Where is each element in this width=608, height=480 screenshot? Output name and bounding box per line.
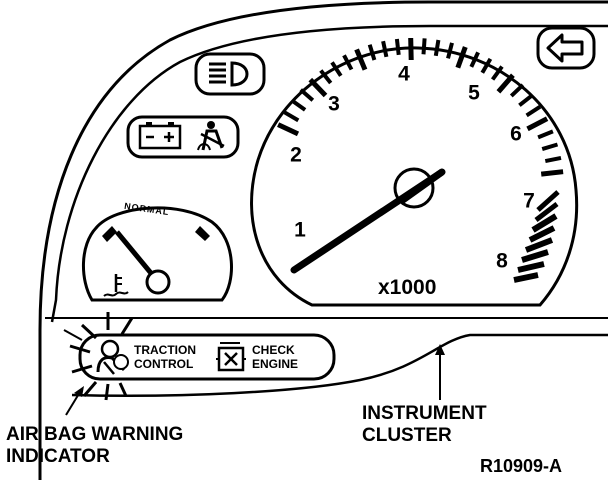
cluster-callout-leader — [435, 344, 445, 400]
tach-tick — [367, 44, 377, 61]
warning-lamp-panel — [78, 333, 336, 381]
tach-number-6: 6 — [510, 122, 522, 146]
tach-tick — [433, 39, 441, 57]
tachometer — [250, 37, 579, 307]
seatbelt-icon — [197, 121, 225, 151]
figure-id: R10909-A — [480, 456, 563, 476]
cluster-callout-label-line2: CLUSTER — [362, 425, 452, 446]
tach-tick — [446, 42, 454, 59]
airbag-burst-lines — [63, 312, 134, 401]
cluster-inner-bezel — [50, 24, 608, 323]
traction-control-label-line1: TRACTION — [134, 343, 196, 357]
temperature-gauge — [82, 206, 233, 302]
tach-redline-marks — [513, 190, 560, 283]
airbag-icon — [96, 339, 129, 375]
cluster-callout-label-line1: INSTRUMENT — [362, 403, 487, 424]
tach-tick — [540, 169, 564, 177]
tach-tick — [544, 155, 562, 164]
tach-tick — [480, 57, 493, 74]
tach-tick — [408, 37, 414, 61]
tach-tick — [283, 110, 300, 123]
tach-number-1: 1 — [294, 218, 306, 242]
tach-tick — [541, 142, 559, 152]
battery-icon — [138, 122, 182, 150]
tach-tick — [509, 83, 525, 98]
tach-tick — [330, 61, 343, 77]
headlamp-icon — [209, 61, 249, 87]
check-engine-label-line2: ENGINE — [252, 357, 299, 371]
tach-tick — [381, 40, 389, 58]
coolant-temp-icon — [103, 274, 129, 297]
tach-number-2: 2 — [290, 143, 302, 167]
tach-tick — [525, 105, 542, 118]
engine-icon — [216, 346, 246, 372]
tach-tick — [469, 51, 480, 68]
tach-tick — [290, 98, 307, 112]
temp-gauge-face — [82, 206, 233, 302]
tach-tick — [308, 77, 328, 98]
tach-number-5: 5 — [468, 81, 480, 105]
airbag-callout-label-line2: INDICATOR — [6, 446, 110, 467]
tach-tick — [496, 73, 515, 94]
tach-tick — [277, 122, 300, 137]
airbag-callout-leader — [65, 386, 84, 416]
tach-tick — [490, 65, 504, 81]
tach-tick-marks — [277, 37, 564, 177]
tach-hub — [393, 167, 435, 209]
check-engine-label-line1: CHECK — [252, 343, 295, 357]
tach-tick — [518, 93, 534, 107]
tach-tick — [342, 54, 354, 71]
turn-signal-indicator — [536, 26, 596, 70]
cluster-bottom-curve — [71, 333, 608, 398]
tach-number-8: 8 — [496, 249, 508, 273]
turn-signal-arrow-icon — [546, 33, 584, 63]
battery-seatbelt-indicator — [126, 115, 240, 159]
tach-tick — [319, 69, 333, 85]
tach-number-7: 7 — [523, 189, 535, 213]
tach-tick — [299, 88, 315, 102]
tach-tick — [354, 48, 368, 71]
tach-number-4: 4 — [398, 62, 410, 86]
tach-tick — [455, 46, 468, 69]
temp-gauge-hub — [145, 269, 171, 295]
cluster-housing-outline — [38, 0, 608, 480]
tach-tick — [537, 129, 554, 140]
temp-gauge-needle — [115, 230, 157, 280]
tach-number-3: 3 — [328, 92, 340, 116]
tach-tick — [526, 116, 549, 132]
traction-control-label-line2: CONTROL — [134, 357, 194, 371]
tach-multiplier: x1000 — [378, 276, 437, 299]
airbag-callout-label-line1: AIR BAG WARNING — [6, 424, 184, 445]
headlamp-indicator — [194, 52, 266, 96]
tach-tick — [394, 38, 401, 56]
tach-tick — [421, 38, 427, 55]
